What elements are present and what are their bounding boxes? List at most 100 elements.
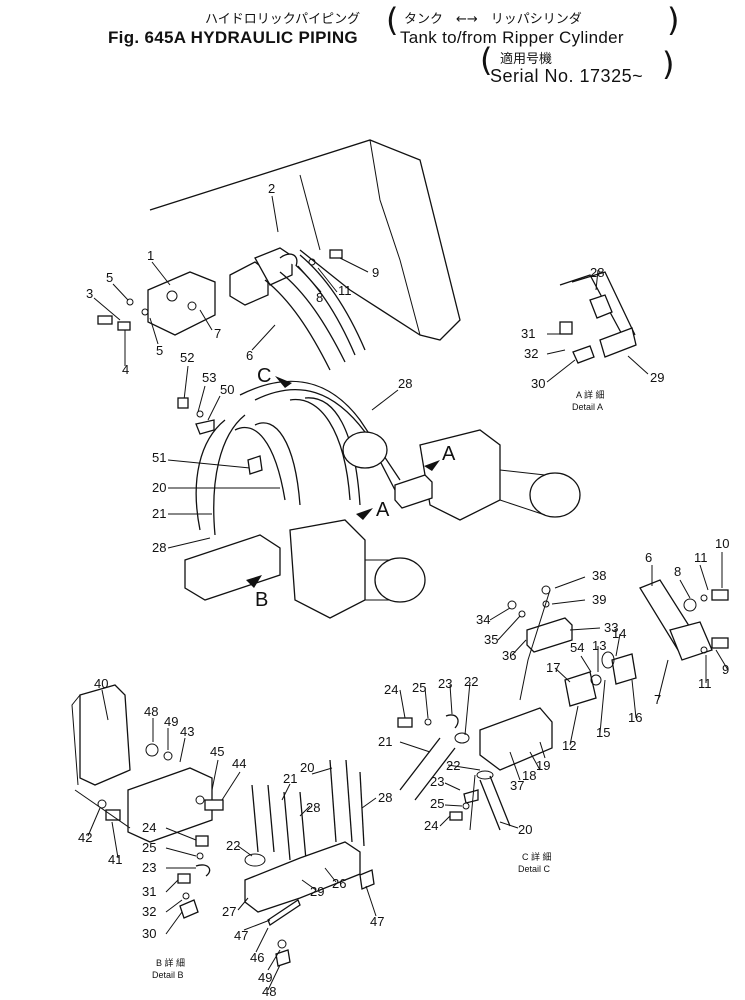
callout-detailC-31: 24 xyxy=(424,818,438,833)
detail-b-leaders xyxy=(87,689,377,991)
callout-detailB-15: 23 xyxy=(142,860,156,875)
callout-main-12: 53 xyxy=(202,370,216,385)
callout-detailB-8: 21 xyxy=(283,771,297,786)
view-arrow-c: C xyxy=(257,365,292,388)
callout-detailB-26: 48 xyxy=(262,984,276,999)
callout-detailC-24: 21 xyxy=(378,734,392,749)
callout-detailC-9: 36 xyxy=(502,648,516,663)
callout-detailB-17: 32 xyxy=(142,904,156,919)
callout-detailC-16: 11 xyxy=(698,676,712,691)
view-marker-a-1: A xyxy=(442,443,456,465)
figure-title-right: Tank to/from Ripper Cylinder xyxy=(400,28,624,47)
callout-detailB-3: 43 xyxy=(180,724,194,739)
callout-detailC-8: 33 xyxy=(604,620,618,635)
hydraulic-tank-outline xyxy=(149,139,461,341)
callout-main-4: 5 xyxy=(156,343,163,358)
callout-detailC-29: 23 xyxy=(430,774,444,789)
callout-detailC-11: 13 xyxy=(592,638,606,653)
callout-detailB-2: 49 xyxy=(164,714,178,729)
callout-main-10: 6 xyxy=(246,348,253,363)
callout-detailB-16: 31 xyxy=(142,884,156,899)
view-marker-a-2: A xyxy=(376,499,390,521)
serial-close-paren: ) xyxy=(662,45,675,83)
callout-detailA-0: 28 xyxy=(590,265,604,280)
view-arrow-b: B xyxy=(246,575,268,611)
callout-detailC-2: 11 xyxy=(694,550,708,565)
callout-detailB-13: 22 xyxy=(226,838,240,853)
callout-detailB-22: 47 xyxy=(370,914,384,929)
callout-detailB-1: 48 xyxy=(144,704,158,719)
callout-detailC-32: 20 xyxy=(518,822,532,837)
callout-main-6: 7 xyxy=(214,326,221,341)
callout-main-0: 2 xyxy=(268,181,275,196)
main-hoses xyxy=(195,254,401,536)
callout-detailC-0: 6 xyxy=(645,550,652,565)
callout-detailA-4: 29 xyxy=(650,370,664,385)
callout-detailB-20: 29 xyxy=(310,884,324,899)
detail-b-label-jp: B 詳 細 xyxy=(156,957,185,968)
title-close-paren: ) xyxy=(667,1,680,39)
callout-detailC-15: 9 xyxy=(722,662,729,677)
main-leaders xyxy=(93,195,399,549)
callout-detailC-30: 25 xyxy=(430,796,444,811)
callout-detailB-6: 42 xyxy=(78,830,92,845)
callout-detailC-27: 18 xyxy=(522,768,536,783)
callout-detailA-1: 31 xyxy=(521,326,535,341)
detail-c-drawing xyxy=(397,579,729,831)
title-japanese: ハイドロリックパイピング xyxy=(205,12,361,27)
callout-main-14: 28 xyxy=(398,376,412,391)
callout-detailC-28: 19 xyxy=(536,758,550,773)
serial-number: Serial No. 17325~ xyxy=(490,66,644,86)
main-fasteners xyxy=(97,249,343,475)
callout-detailC-21: 25 xyxy=(412,680,426,695)
callout-detailB-12: 24 xyxy=(142,820,156,835)
ripper-cylinder-assembly xyxy=(289,429,581,619)
view-arrow-a2: A xyxy=(356,499,390,521)
tank-valve-block xyxy=(147,247,293,336)
callout-main-1: 1 xyxy=(147,248,154,263)
serial-open-paren: ( xyxy=(480,41,493,79)
callout-main-8: 8 xyxy=(316,290,323,305)
callout-detailC-6: 34 xyxy=(476,612,490,627)
callout-detailC-10: 54 xyxy=(570,640,584,655)
callout-detailC-23: 22 xyxy=(464,674,478,689)
title-japanese-right: タンク ←→ リッパシリンダ xyxy=(404,12,582,27)
callout-main-11: 52 xyxy=(180,350,194,365)
callout-main-13: 50 xyxy=(220,382,234,397)
view-arrow-a1: A xyxy=(424,443,456,471)
callout-detailB-21: 26 xyxy=(332,876,346,891)
title-open-paren: ( xyxy=(386,1,399,39)
callout-detailC-18: 15 xyxy=(596,725,610,740)
callout-detailB-23: 47 xyxy=(234,928,248,943)
callout-detailB-14: 25 xyxy=(142,840,156,855)
callout-detailB-5: 44 xyxy=(232,756,246,771)
callout-detailB-4: 45 xyxy=(210,744,224,759)
callout-detailC-19: 12 xyxy=(562,738,576,753)
detail-a-label: Detail A xyxy=(572,402,603,412)
callout-main-17: 21 xyxy=(152,506,166,521)
detail-c-label-jp: C 詳 細 xyxy=(522,851,552,862)
detail-b-label: Detail B xyxy=(152,970,184,980)
detail-c-leaders xyxy=(399,552,729,829)
callout-detailB-19: 27 xyxy=(222,904,236,919)
callout-main-18: 28 xyxy=(152,540,166,555)
callout-main-15: 51 xyxy=(152,450,166,465)
callout-detailB-11: 28 xyxy=(378,790,392,805)
callout-main-7: 9 xyxy=(372,265,379,280)
callout-main-9: 11 xyxy=(338,283,352,298)
callout-detailC-22: 23 xyxy=(438,676,452,691)
callout-detailB-7: 41 xyxy=(108,852,122,867)
callout-detailC-17: 16 xyxy=(628,710,642,725)
callout-detailA-3: 30 xyxy=(531,376,545,391)
hose-manifold-block xyxy=(184,474,433,601)
callout-detailC-1: 8 xyxy=(674,564,681,579)
callout-detailC-12: 14 xyxy=(612,626,626,641)
callout-detailC-3: 10 xyxy=(715,536,729,551)
callout-detailA-2: 32 xyxy=(524,346,538,361)
callout-main-3: 3 xyxy=(86,286,93,301)
callout-detailC-25: 22 xyxy=(446,758,460,773)
detail-c-label: Detail C xyxy=(518,864,551,874)
detail-a-drawing xyxy=(546,269,649,383)
detail-a-label-jp: A 詳 細 xyxy=(576,389,605,400)
